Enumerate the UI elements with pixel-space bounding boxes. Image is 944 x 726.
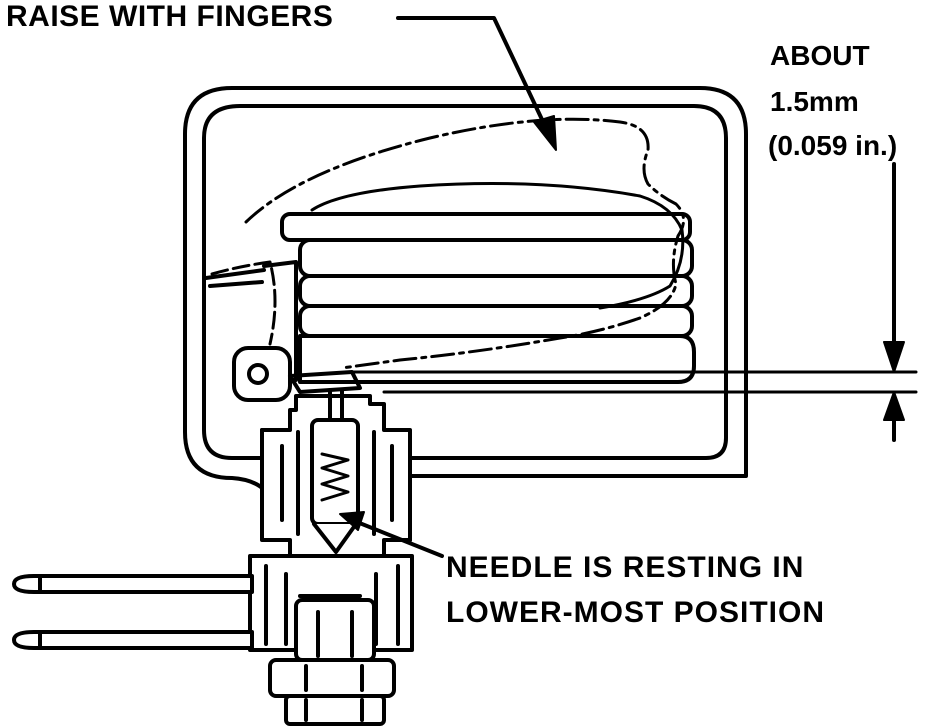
fuel-inlet-pipes: [12, 574, 254, 650]
needle-arrowhead: [339, 511, 365, 531]
fitting-nut: [294, 598, 376, 662]
needle-pin: [328, 388, 344, 422]
fitting-base-lower: [284, 694, 386, 726]
raised-float-inner-outline: [310, 182, 685, 310]
float-plate-bottom: [298, 334, 696, 384]
needle-tip: [312, 522, 358, 554]
fuel-inlet-fitting: [248, 554, 414, 726]
fitting-base-ribs: [304, 664, 364, 722]
pivot-bracket: [232, 346, 292, 402]
dimension-arrowhead-top: [883, 341, 905, 373]
valve-seat-inner: [280, 430, 394, 536]
needle-label-line2: LOWER-MOST POSITION: [446, 596, 825, 629]
pivot-pin: [247, 363, 269, 385]
raise-leader-line: [396, 16, 548, 130]
raised-float-outline: [244, 117, 685, 370]
clearance-label-line3: (0.059 in.): [768, 130, 898, 161]
clearance-label-line2: 1.5mm: [770, 86, 859, 117]
raise-with-fingers-label: RAISE WITH FINGERS: [6, 0, 334, 33]
fitting-base: [268, 658, 396, 698]
float-plate-2: [298, 238, 694, 278]
float-plate-top: [280, 212, 692, 242]
fitting-nut-slots: [316, 610, 354, 658]
dimension-arrowhead-bottom: [883, 391, 905, 421]
float: [280, 212, 696, 384]
chamber-outer-wall: [183, 86, 748, 542]
needle-valve: [260, 388, 412, 558]
needle-label-line1: NEEDLE IS RESTING IN: [446, 551, 805, 584]
needle-spring: [320, 452, 350, 502]
needle-leader-line: [350, 518, 444, 558]
clearance-label-line1: ABOUT: [770, 40, 870, 71]
lower-inlet-pipe: [12, 630, 254, 650]
upper-inlet-pipe: [12, 574, 254, 594]
float-tang: [288, 370, 362, 394]
raised-float-arm: [210, 260, 277, 346]
raise-arrowhead: [533, 115, 557, 151]
